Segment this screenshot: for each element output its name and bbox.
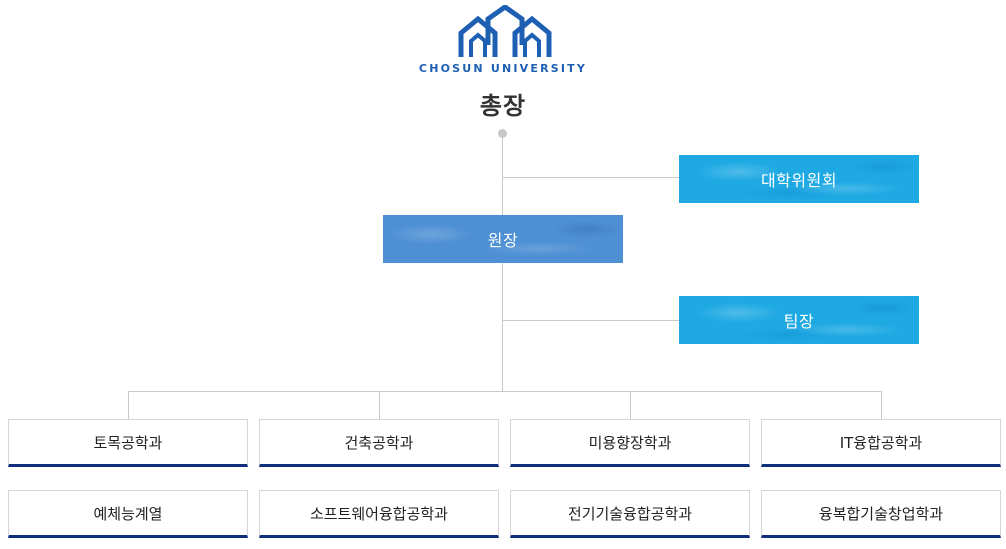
department-box[interactable]: 미용향장학과 [510, 419, 750, 467]
committee-box[interactable]: 대학위원회 [679, 155, 919, 203]
department-box[interactable]: 예체능계열 [8, 490, 248, 538]
team-leader-box[interactable]: 팀장 [679, 296, 919, 344]
dept-drop-line-1 [128, 391, 129, 419]
director-box[interactable]: 원장 [383, 215, 623, 263]
department-box[interactable]: 융복합기술창업학과 [761, 490, 1001, 538]
department-box[interactable]: 토목공학과 [8, 419, 248, 467]
dept-drop-line-2 [379, 391, 380, 419]
university-name: CHOSUN UNIVERSITY [418, 62, 588, 75]
president-node-dot [498, 129, 507, 138]
committee-connector-line [502, 177, 679, 178]
department-box[interactable]: 건축공학과 [259, 419, 499, 467]
president-title: 총장 [479, 92, 527, 120]
department-box[interactable]: 전기기술융합공학과 [510, 490, 750, 538]
team-leader-connector-line [502, 320, 679, 321]
main-vertical-line [502, 138, 503, 391]
dept-drop-line-3 [630, 391, 631, 419]
departments-horizontal-line [128, 391, 882, 392]
department-box[interactable]: IT융합공학과 [761, 419, 1001, 467]
dept-drop-line-4 [881, 391, 882, 419]
department-box[interactable]: 소프트웨어융합공학과 [259, 490, 499, 538]
university-logo-icon [458, 5, 552, 57]
